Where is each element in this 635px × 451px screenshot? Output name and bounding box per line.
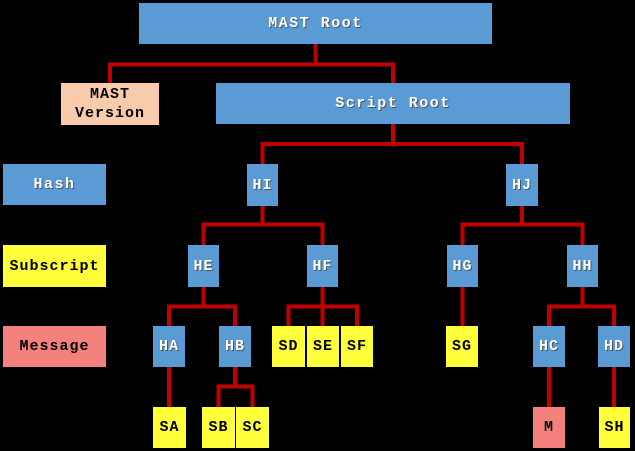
legend-subscript: Subscript [3,245,106,287]
node-mast-version: MAST Version [61,83,159,125]
legend-message: Message [3,326,106,367]
node-se: SE [307,326,339,367]
node-ha: HA [153,326,185,367]
node-hi: HI [247,164,278,206]
connector-hf-children [286,304,359,326]
node-sd: SD [272,326,305,367]
node-m: M [533,407,565,448]
connector-he-children [167,304,237,326]
node-he: HE [188,245,219,287]
node-sc: SC [236,407,269,448]
connector-hb-children [216,384,255,407]
connector-scriptroot-children [260,142,524,164]
connector-hj-children [460,222,585,245]
node-sb: SB [202,407,235,448]
node-sa: SA [153,407,186,448]
node-hf: HF [307,245,338,287]
node-hd: HD [598,326,630,367]
connector-mastroot-children [108,62,395,83]
connector-hi-children [201,222,325,245]
node-hc: HC [533,326,565,367]
connector-hh-children [547,304,616,326]
node-sf: SF [341,326,373,367]
node-hb: HB [219,326,251,367]
node-script-root: Script Root [216,83,570,124]
node-hh: HH [567,245,598,287]
node-hj: HJ [506,164,538,206]
legend-hash: Hash [3,164,106,205]
node-sg: SG [446,326,478,367]
node-sh: SH [599,407,630,448]
node-hg: HG [447,245,478,287]
node-mast-root: MAST Root [139,3,492,44]
